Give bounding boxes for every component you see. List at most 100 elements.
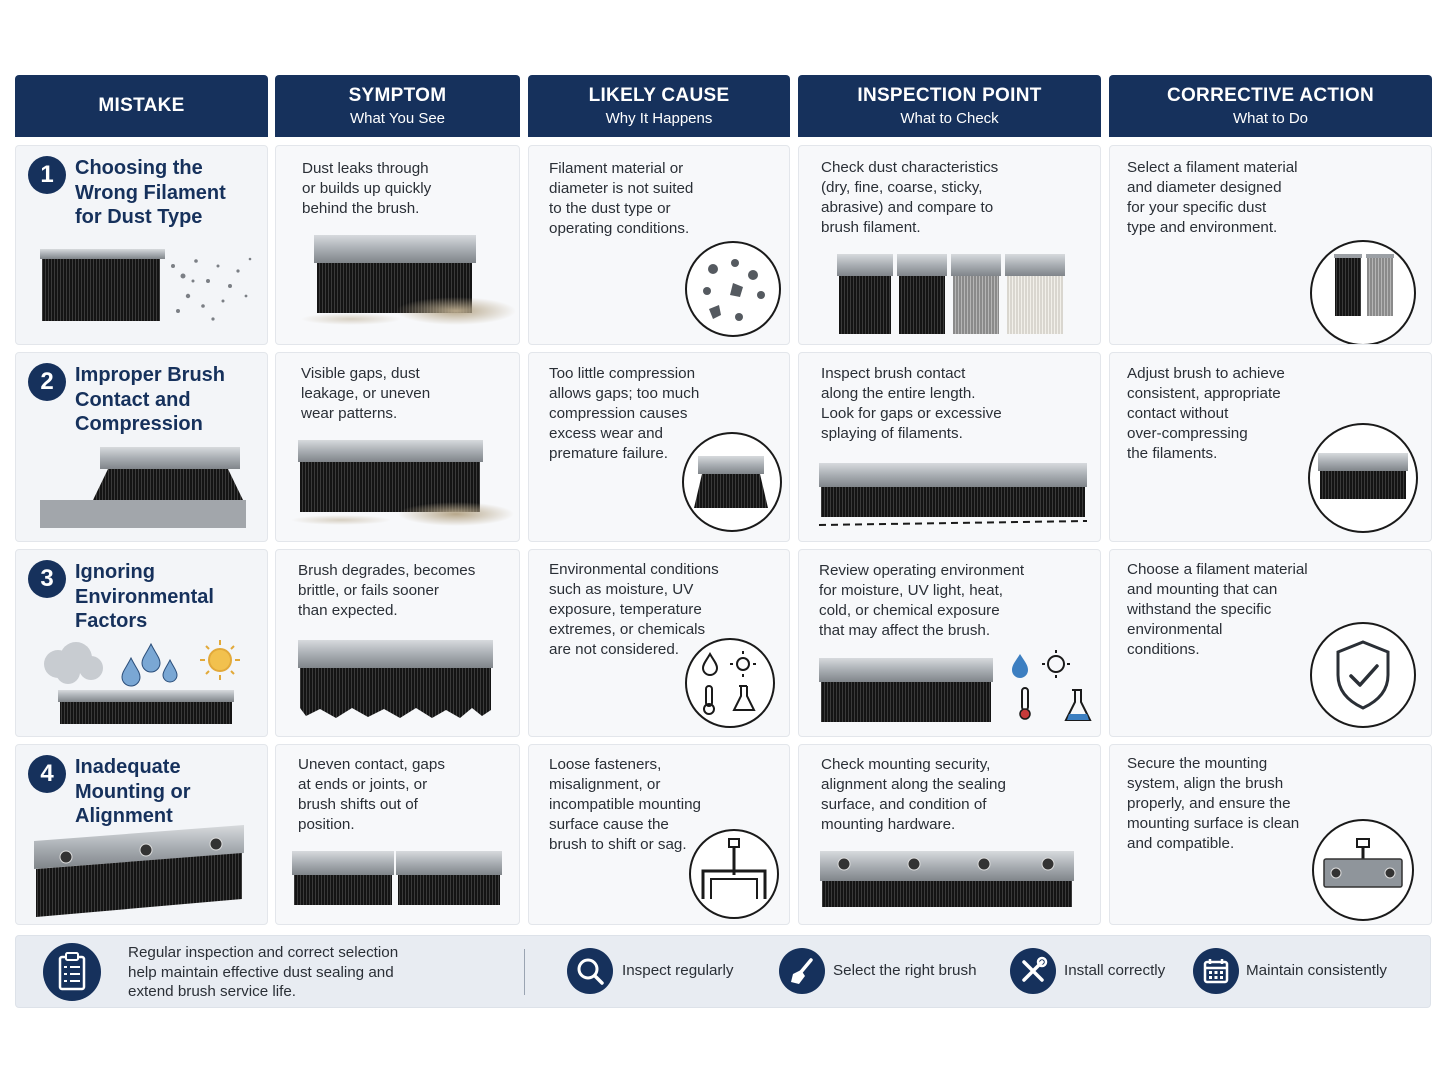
sun-icon xyxy=(200,640,240,680)
mounting-hardware-illustration xyxy=(820,851,1074,907)
brush-leaking-dust-illustration xyxy=(301,235,516,325)
header-subtitle: What to Do xyxy=(1232,110,1309,127)
inspection-cell-1: Check dust characteristics (dry, fine, c… xyxy=(798,145,1101,345)
text-line: compression causes xyxy=(549,405,688,422)
footer-banner: Regular inspection and correct selection… xyxy=(15,935,1431,1008)
text-line: splaying of filaments. xyxy=(821,425,963,442)
text-line: that may affect the brush. xyxy=(819,622,991,639)
text-line: Too little compression xyxy=(549,365,696,382)
text-line: (dry, fine, coarse, sticky, xyxy=(821,179,983,196)
text-line: mounting surface is clean xyxy=(1127,815,1300,832)
text-line: Check dust characteristics xyxy=(821,159,999,176)
inspection-cell-2: Inspect brush contact along the entire l… xyxy=(798,352,1101,542)
text-line: and compatible. xyxy=(1127,835,1235,852)
text-line: wear patterns. xyxy=(301,405,398,422)
text-line: brush shifts out of xyxy=(298,796,418,813)
text-line: the filaments. xyxy=(1127,445,1218,462)
text-line: Dust leaks through xyxy=(302,160,429,177)
degraded-brush-illustration xyxy=(298,640,493,718)
header-title: CORRECTIVE ACTION xyxy=(1166,85,1375,106)
text-line: environmental xyxy=(1127,621,1223,638)
text-line: contact without xyxy=(1127,405,1229,422)
inspection-cell-3: Review operating environment for moistur… xyxy=(798,549,1101,737)
tools-icon xyxy=(1010,948,1056,994)
header-title: SYMPTOM xyxy=(348,85,447,106)
uneven-joint-illustration xyxy=(292,851,502,905)
mounting-bracket-icon xyxy=(689,829,779,919)
header-title: INSPECTION POINT xyxy=(857,85,1042,106)
mistake-title: Improper Brush Contact and Compression xyxy=(75,363,225,437)
inspection-text: Check mounting security, alignment along… xyxy=(821,755,1006,835)
text-line: behind the brush. xyxy=(302,200,420,217)
text-line: properly, and ensure the xyxy=(1127,795,1291,812)
text-line: premature failure. xyxy=(549,445,669,462)
cause-cell-2: Too little compression allows gaps; too … xyxy=(528,352,790,542)
text-line: surface cause the xyxy=(549,816,669,833)
action-cell-1: Select a filament material and diameter … xyxy=(1109,145,1432,345)
mistake-title: Inadequate Mounting or Alignment xyxy=(75,755,191,829)
text-line: help maintain effective dust sealing and xyxy=(128,963,394,981)
text-line: incompatible mounting xyxy=(549,796,701,813)
inspection-text: Review operating environment for moistur… xyxy=(819,561,1024,641)
header-title: LIKELY CAUSE xyxy=(588,85,730,106)
text-line: cold, or chemical exposure xyxy=(819,602,1000,619)
text-line: to the dust type or xyxy=(549,200,671,217)
text-line: consistent, appropriate xyxy=(1127,385,1281,402)
text-line: operating conditions. xyxy=(549,220,690,237)
cause-cell-4: Loose fasteners, misalignment, or incomp… xyxy=(528,744,790,925)
footer-divider xyxy=(524,949,525,995)
mistake-title-line: Inadequate xyxy=(75,756,181,778)
text-line: Choose a filament material xyxy=(1127,561,1308,578)
footer-item-install: Install correctly xyxy=(1064,962,1166,979)
text-line: Select a filament material xyxy=(1127,159,1298,176)
text-line: brush filament. xyxy=(821,219,921,236)
text-line: Check mounting security, xyxy=(821,756,991,773)
text-line: or builds up quickly xyxy=(302,180,432,197)
environment-factors-icon xyxy=(685,638,775,728)
inspection-cell-4: Check mounting security, alignment along… xyxy=(798,744,1101,925)
header-subtitle: What to Check xyxy=(900,110,999,127)
mistake-title: Choosing the Wrong Filament for Dust Typ… xyxy=(75,156,226,230)
mistake-title-line: Mounting or xyxy=(75,780,191,803)
mistake-cell-1: 1 Choosing the Wrong Filament for Dust T… xyxy=(15,145,268,345)
step-number-badge: 1 xyxy=(28,156,66,194)
text-line: conditions. xyxy=(1127,641,1200,658)
brush-icon xyxy=(779,948,825,994)
text-line: misalignment, or xyxy=(549,776,661,793)
step-number-badge: 4 xyxy=(28,755,66,793)
header-subtitle: What You See xyxy=(349,110,446,127)
mistake-title-line: Factors xyxy=(75,610,148,632)
text-line: are not considered. xyxy=(549,641,680,658)
correct-contact-icon xyxy=(1308,423,1418,533)
header-mistake: MISTAKE xyxy=(15,75,268,137)
cause-text: Loose fasteners, misalignment, or incomp… xyxy=(549,755,701,855)
step-number-badge: 2 xyxy=(28,363,66,401)
footer-item-inspect: Inspect regularly xyxy=(622,962,734,979)
header-action: CORRECTIVE ACTION What to Do xyxy=(1109,75,1432,137)
symptom-text: Dust leaks through or builds up quickly … xyxy=(302,159,431,219)
symptom-cell-4: Uneven contact, gaps at ends or joints, … xyxy=(275,744,520,925)
text-line: over-compressing xyxy=(1127,425,1248,442)
text-line: along the entire length. xyxy=(821,385,976,402)
mistake-cell-3: 3 Ignoring Environmental Factors xyxy=(15,549,268,737)
text-line: Regular inspection and correct selection xyxy=(128,944,399,961)
text-line: system, align the brush xyxy=(1127,775,1284,792)
footer-summary: Regular inspection and correct selection… xyxy=(128,943,398,1002)
cause-cell-3: Environmental conditions such as moistur… xyxy=(528,549,790,737)
text-line: Visible gaps, dust xyxy=(301,365,420,382)
environment-check-illustration xyxy=(819,650,1092,722)
text-line: alignment along the sealing xyxy=(821,776,1006,793)
text-line: brittle, or fails sooner xyxy=(298,582,439,599)
text-line: and mounting that can xyxy=(1127,581,1278,598)
brush-gaps-illustration xyxy=(291,440,514,526)
text-line: surface, and condition of xyxy=(821,796,987,813)
text-line: Loose fasteners, xyxy=(549,756,662,773)
header-symptom: SYMPTOM What You See xyxy=(275,75,520,137)
action-text: Adjust brush to achieve consistent, appr… xyxy=(1127,364,1285,464)
text-line: exposure, temperature xyxy=(549,601,702,618)
text-line: such as moisture, UV xyxy=(549,581,694,598)
symptom-cell-2: Visible gaps, dust leakage, or uneven we… xyxy=(275,352,520,542)
action-cell-2: Adjust brush to achieve consistent, appr… xyxy=(1109,352,1432,542)
mistake-cell-2: 2 Improper Brush Contact and Compression xyxy=(15,352,268,542)
text-line: brush to shift or sag. xyxy=(549,836,687,853)
